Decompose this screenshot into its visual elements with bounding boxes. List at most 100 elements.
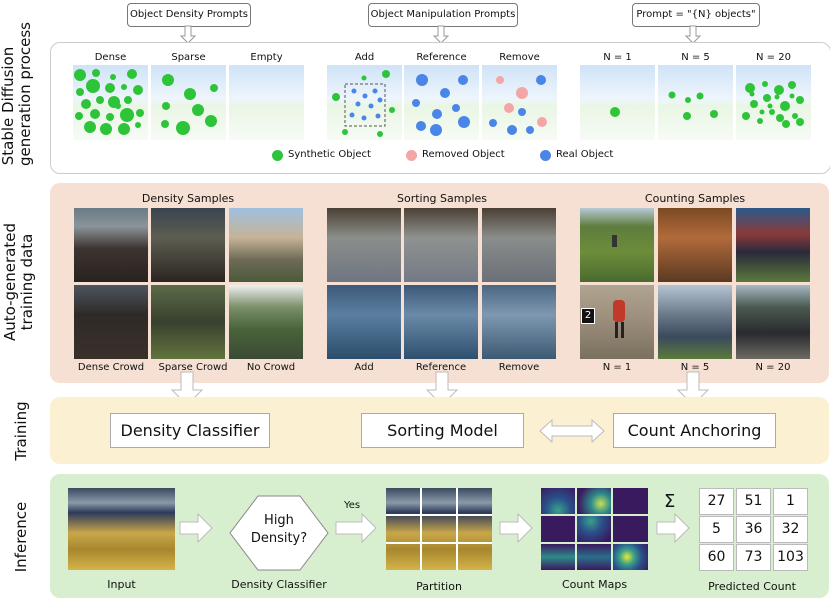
n1-objects: [610, 107, 620, 117]
label-no-crowd: No Crowd: [246, 362, 296, 373]
partition-line-v2: [456, 488, 458, 570]
count-map-1: [577, 488, 611, 514]
legend-removed-dot: [406, 150, 417, 161]
count-map-3: [541, 516, 575, 542]
photo-no-crowd-2: [229, 285, 303, 359]
generation-thumbnails: [73, 65, 811, 140]
count-prompt-label: Prompt = "{N} objects": [636, 9, 756, 20]
count-badge-value: 2: [584, 310, 592, 321]
decision-diamond: [229, 495, 329, 571]
density-classifier-inference-label: Density Classifier: [231, 578, 327, 591]
inference-input-image: [68, 488, 175, 570]
photo-dense-crowd-1: [74, 208, 148, 282]
photo-count-n5-1: [658, 208, 732, 282]
count-map-6: [541, 544, 575, 570]
n5-objects: [668, 91, 718, 120]
photo-sparse-crowd-2: [151, 285, 225, 359]
count-map-5: [613, 516, 648, 542]
density-classifier-box: Density Classifier: [110, 413, 270, 448]
photo-sort-remove-1: [482, 208, 556, 282]
remove-real-objects: [489, 75, 546, 135]
photo-count-n20-2: [736, 285, 810, 359]
sparse-objects: [161, 74, 218, 135]
count-maps-grid: [541, 488, 648, 570]
partition-line-h1: [386, 514, 492, 516]
add-real-objects: [349, 88, 383, 121]
photo-count-n5-2: [658, 285, 732, 359]
partition-line-h2: [386, 542, 492, 544]
gen-label-reference: Reference: [416, 52, 467, 63]
count-cell: 5: [699, 516, 734, 543]
legend-removed-label: Removed Object: [422, 149, 505, 160]
gen-label-n20: N = 20: [756, 52, 791, 63]
down-arrows: [170, 371, 710, 406]
photo-sparse-crowd-1: [151, 208, 225, 282]
count-anchoring-label: Count Anchoring: [627, 421, 762, 440]
photo-dense-crowd-2: [74, 285, 148, 359]
manipulation-prompt-label: Object Manipulation Prompts: [370, 9, 516, 20]
add-dashed-box: [344, 83, 386, 127]
count-badge: 2: [581, 308, 595, 324]
count-cell: 73: [736, 544, 771, 571]
photo-count-n20-1: [736, 208, 810, 282]
count-cell: 1: [773, 488, 808, 515]
photo-details: [612, 235, 625, 338]
inference-arrows: [179, 512, 690, 544]
photo-sort-add-2: [327, 285, 401, 359]
decision-text-line1: High: [264, 513, 294, 528]
gen-label-n5: N = 5: [681, 52, 710, 63]
count-maps-label: Count Maps: [561, 578, 628, 591]
legend-real-dot: [540, 150, 551, 161]
add-synthetic-objects: [332, 70, 395, 137]
photo-no-crowd-1: [229, 208, 303, 282]
count-map-4: [577, 516, 611, 542]
decision-text-line2: Density?: [250, 531, 308, 546]
photo-sort-remove-2: [482, 285, 556, 359]
decision-text: High Density?: [228, 512, 330, 548]
photo-sort-add-1: [327, 208, 401, 282]
density-samples-title: Density Samples: [141, 192, 235, 205]
density-prompt-label: Object Density Prompts: [129, 9, 249, 20]
gen-label-dense: Dense: [94, 52, 127, 63]
label-sort-reference: Reference: [415, 362, 467, 373]
count-map-8: [613, 544, 648, 570]
count-cell: 60: [699, 544, 734, 571]
partition-line-v1: [420, 488, 422, 570]
legend-synthetic-dot: [272, 150, 283, 161]
label-sort-add: Add: [354, 362, 374, 373]
count-map-7: [577, 544, 611, 570]
n20-objects: [742, 81, 804, 128]
yes-label: Yes: [344, 500, 361, 511]
gen-label-empty: Empty: [250, 52, 283, 63]
label-count-n1: N = 1: [602, 362, 632, 373]
count-anchoring-box: Count Anchoring: [613, 413, 776, 448]
legend-real-label: Real Object: [556, 149, 614, 160]
counting-samples-title: Counting Samples: [644, 192, 746, 205]
label-sort-remove: Remove: [498, 362, 540, 373]
count-cell: 27: [699, 488, 734, 515]
remove-removed-objects: [496, 76, 547, 127]
reference-objects: [412, 74, 470, 136]
count-map-2: [613, 488, 648, 514]
dense-objects: [74, 69, 144, 135]
gen-label-n1: N = 1: [603, 52, 632, 63]
density-classifier-label: Density Classifier: [120, 421, 260, 440]
count-cell: 32: [773, 516, 808, 543]
partition-label: Partition: [416, 580, 462, 593]
gen-label-sparse: Sparse: [171, 52, 206, 63]
sorting-model-box: Sorting Model: [361, 413, 524, 448]
count-cell: 51: [736, 488, 771, 515]
prompt-arrows: [179, 25, 702, 44]
label-dense-crowd: Dense Crowd: [77, 362, 145, 373]
label-count-n20: N = 20: [755, 362, 791, 373]
input-label: Input: [107, 578, 136, 591]
partition-image: [386, 488, 492, 570]
sorting-model-label: Sorting Model: [387, 421, 498, 440]
density-prompt-box: Object Density Prompts: [127, 3, 251, 27]
training-row-label: Training: [12, 401, 30, 461]
label-sparse-crowd: Sparse Crowd: [158, 362, 228, 373]
label-count-n5: N = 5: [680, 362, 710, 373]
count-cell: 103: [773, 544, 808, 571]
sorting-samples-title: Sorting Samples: [396, 192, 488, 205]
sigma-symbol: Σ: [664, 491, 676, 512]
